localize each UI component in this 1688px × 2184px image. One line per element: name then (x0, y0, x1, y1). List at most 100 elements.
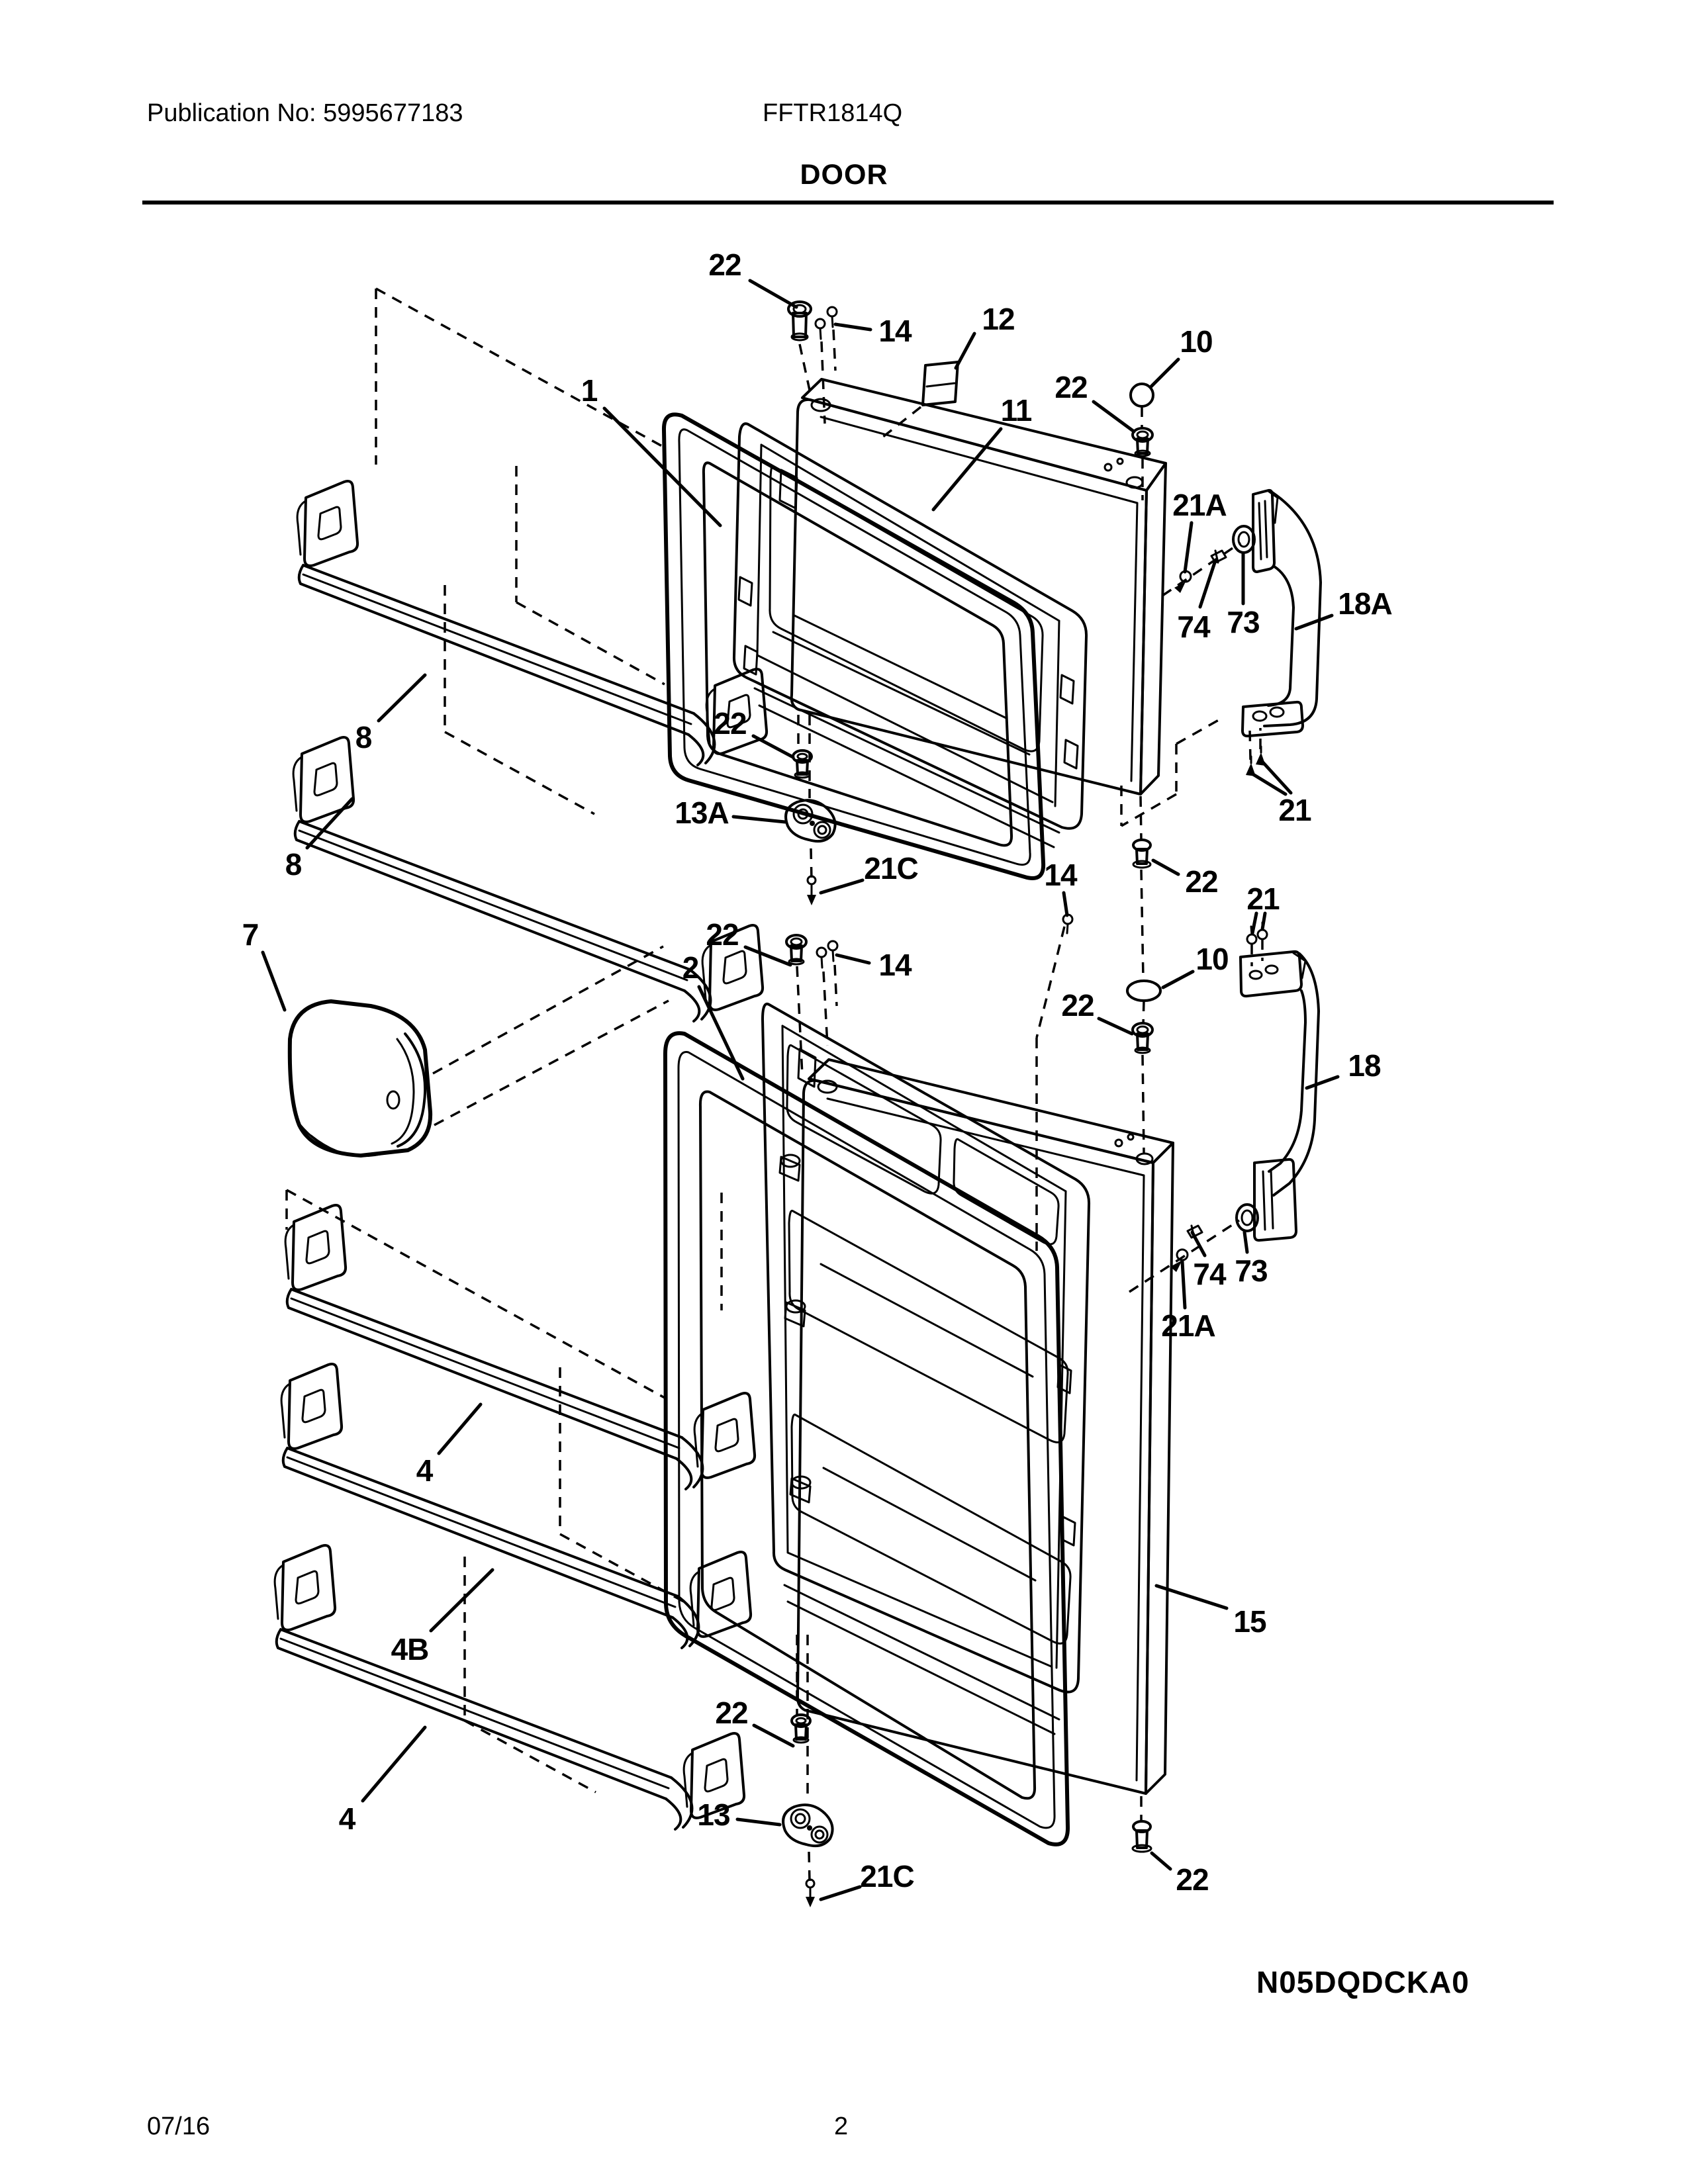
shelf-4-lower-2 (273, 1544, 746, 1831)
fresh-door-gasket (663, 1031, 1070, 1846)
callout-22: 22 (706, 917, 792, 967)
shelf-bracket-curl (284, 1224, 294, 1280)
shelf-bracket (700, 1392, 757, 1479)
shelf-bracket-hole (301, 1388, 326, 1424)
callout-label: 14 (878, 948, 912, 982)
callout-leader-line (1154, 1584, 1229, 1610)
callout-leader-line (931, 427, 1003, 512)
callout-label: 8 (285, 847, 302, 882)
callout-4B: 4B (391, 1568, 494, 1666)
shelf-bracket (708, 924, 765, 1011)
callout-leader-line (735, 1817, 782, 1827)
hinge-cam-13-icon (782, 1803, 834, 1848)
callout-label: 10 (1180, 324, 1212, 359)
shelf-bracket (291, 1204, 348, 1291)
callout-leader-line (361, 1725, 427, 1803)
shelf-bar (275, 1628, 673, 1800)
callout-label: 15 (1233, 1604, 1266, 1639)
shelf-bracket-curl (701, 944, 711, 1000)
callout-leader-line (1092, 400, 1136, 433)
callout-leader-line (1261, 760, 1293, 795)
callout-leader-line (1305, 1075, 1340, 1090)
callout-label: 13 (697, 1797, 729, 1832)
screw-22-icon (785, 934, 808, 950)
callout-leader-line (1251, 772, 1288, 796)
shelf-bracket-hole (710, 1576, 735, 1612)
screw-22-icon (790, 1713, 812, 1728)
callout-leader-line (731, 815, 787, 824)
callout-21C: 21C (819, 1859, 915, 1901)
callout-leader-line (261, 950, 287, 1012)
shelf-bracket-hole (704, 1758, 729, 1793)
dairy-cover (287, 945, 669, 1158)
callout-label: 10 (1196, 942, 1228, 976)
callout-leader-line (1149, 357, 1180, 389)
callout-leader-line (1161, 970, 1195, 989)
callout-label: 73 (1235, 1253, 1267, 1288)
shelf-bracket-curl (292, 756, 302, 812)
callout-label: 18 (1348, 1048, 1381, 1083)
shelf-bar (281, 1447, 679, 1619)
screw-21-icon (1256, 929, 1268, 940)
callout-label: 22 (1055, 370, 1087, 404)
callout-21C: 21C (819, 851, 919, 895)
callout-13: 13 (697, 1797, 782, 1832)
fresh-food-door-group (285, 869, 1320, 1907)
callout-leader-line (429, 1568, 494, 1633)
shelf-end-curl (687, 712, 716, 766)
callout-7: 7 (242, 917, 287, 1012)
shelf-bracket-curl (273, 1565, 283, 1620)
callout-22: 22 (708, 248, 798, 309)
shelf-bar (285, 1288, 683, 1460)
freezer-handle-fasteners (1120, 525, 1266, 827)
shelf-bracket-curl (705, 688, 715, 744)
shelf-bracket-hole (317, 506, 342, 541)
callout-21: 21 (1251, 760, 1312, 827)
callout-14: 14 (833, 314, 913, 348)
fresh-door-outer-panel (796, 1058, 1174, 1795)
callout-13A: 13A (675, 796, 787, 830)
shelf-bracket-hole (714, 1418, 739, 1453)
callout-73: 73 (1227, 551, 1260, 639)
callout-label: 21A (1172, 488, 1226, 522)
callout-leader-line (819, 878, 865, 895)
grommet-73-icon (1235, 1203, 1259, 1232)
callout-74: 74 (1177, 559, 1217, 644)
shelf-bracket (287, 1363, 344, 1450)
callout-label: 8 (355, 720, 372, 754)
shelf-bracket-hole (295, 1570, 320, 1605)
shelf-bracket-hole (305, 1230, 330, 1265)
callout-leader-line (305, 797, 354, 850)
callout-leader-line (1180, 1259, 1187, 1310)
shelf-bracket (303, 480, 359, 567)
shelf-bracket-hole (313, 762, 338, 797)
callout-leader-line (751, 734, 795, 759)
callout-label: 22 (706, 917, 738, 952)
callout-label: 21 (1278, 793, 1311, 827)
callout-leader-line (1062, 891, 1069, 917)
callout-22: 22 (714, 706, 795, 759)
callout-1: 1 (581, 373, 722, 527)
shelf-bracket (696, 1551, 753, 1638)
callout-leader-line (954, 332, 976, 370)
freezer-door-gasket (661, 412, 1046, 880)
callout-8: 8 (285, 797, 354, 882)
callout-label: 12 (982, 302, 1014, 336)
callout-11: 11 (931, 393, 1033, 512)
callout-label: 21 (1246, 882, 1280, 916)
grommet-73-icon (1232, 525, 1256, 554)
shelf-end-curl (665, 1776, 694, 1831)
screws-21-icon (1246, 752, 1266, 776)
callout-leader-line (1097, 1017, 1134, 1036)
callout-10: 10 (1149, 324, 1213, 389)
shelf-bracket-curl (689, 1571, 699, 1627)
screw-22-icon (1131, 427, 1154, 443)
callout-label: 13A (675, 796, 728, 830)
callout-label: 22 (1176, 1862, 1208, 1897)
callout-22: 22 (715, 1696, 795, 1748)
callout-leader-line (1243, 1230, 1249, 1254)
section-title: DOOR (800, 159, 888, 191)
callout-leader-line (1183, 521, 1194, 574)
